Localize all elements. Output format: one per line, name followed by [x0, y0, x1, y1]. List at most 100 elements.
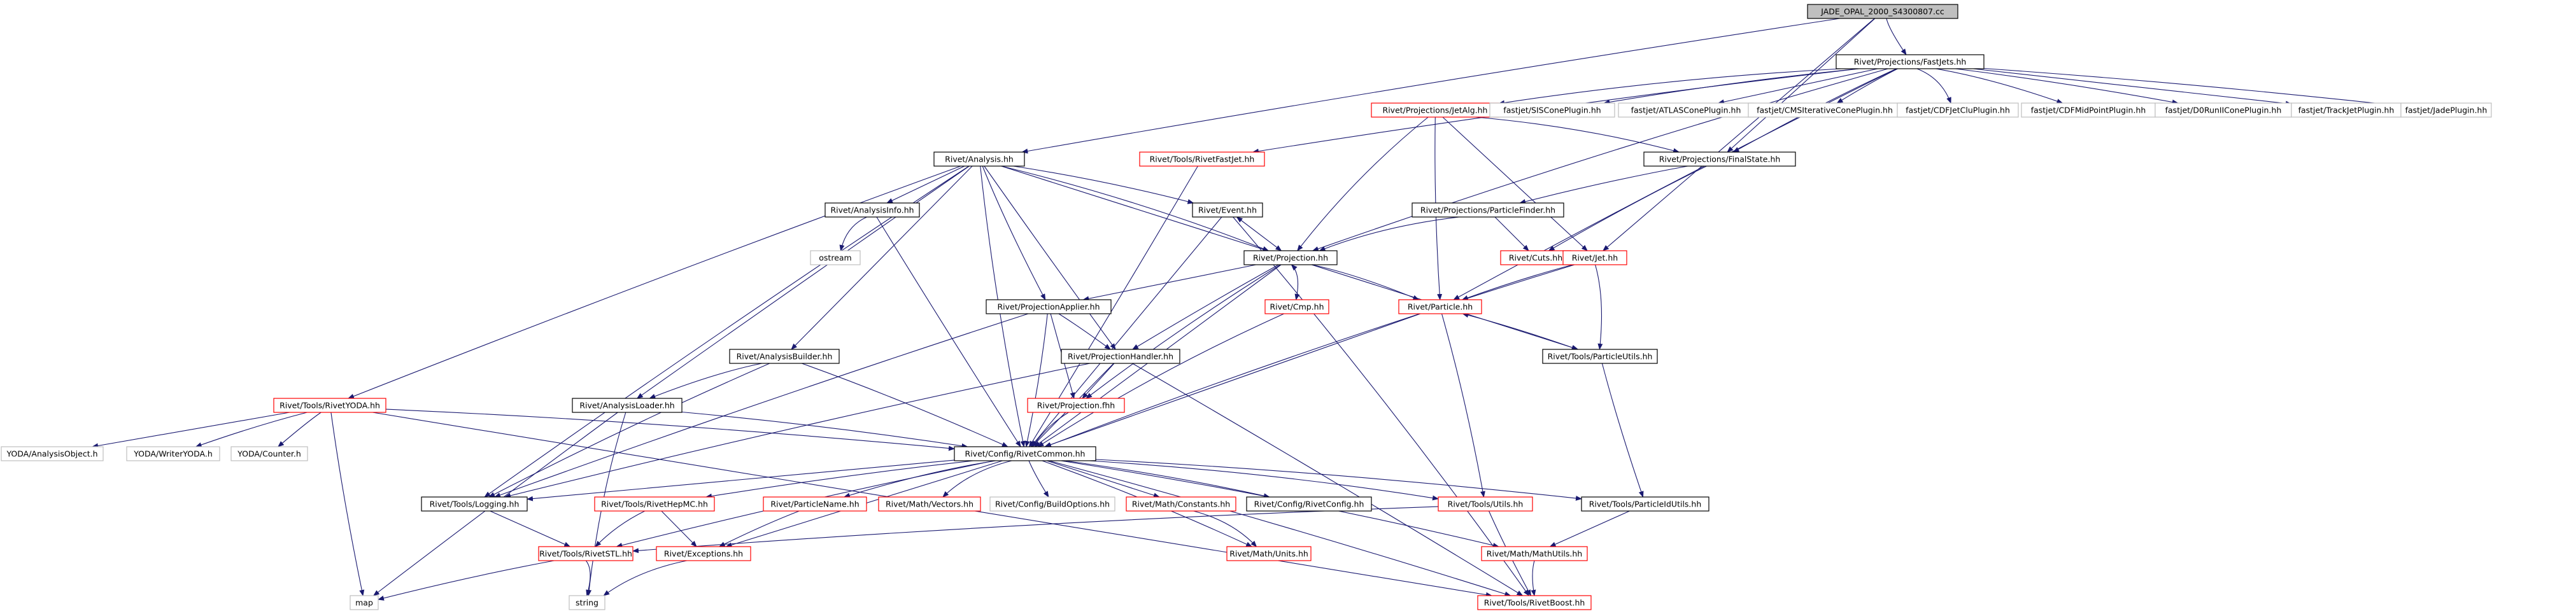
node-analysisloader[interactable]: Rivet/AnalysisLoader.hh — [572, 398, 683, 413]
node-box[interactable] — [1412, 202, 1564, 218]
node-box[interactable] — [729, 349, 840, 364]
node-atlascone[interactable]: fastjet/ATLASConePlugin.hh — [1618, 102, 1754, 118]
node-box[interactable] — [1, 446, 104, 461]
node-projhandler[interactable]: Rivet/ProjectionHandler.hh — [1061, 349, 1180, 364]
node-box[interactable] — [1807, 4, 1958, 19]
node-box[interactable] — [954, 446, 1096, 461]
node-particlename[interactable]: Rivet/ParticleName.hh — [763, 496, 867, 512]
node-yodaao[interactable]: YODA/AnalysisObject.h — [1, 446, 104, 461]
node-projection[interactable]: Rivet/Projection.hh — [1243, 250, 1338, 265]
node-exceptions[interactable]: Rivet/Exceptions.hh — [656, 546, 751, 561]
node-cmsiter[interactable]: fastjet/CMSIterativeConePlugin.hh — [1748, 102, 1902, 118]
edge-jetalg-to-projection — [1297, 116, 1429, 251]
node-box[interactable] — [1481, 546, 1588, 561]
node-projectionfh[interactable]: Rivet/Projection.fhh — [1027, 398, 1125, 413]
node-box[interactable] — [933, 151, 1025, 167]
node-box[interactable] — [1477, 595, 1592, 610]
node-rivetfastjet[interactable]: Rivet/Tools/RivetFastJet.hh — [1139, 151, 1265, 167]
node-box[interactable] — [594, 496, 715, 512]
node-box[interactable] — [878, 496, 981, 512]
edge-analysis-to-analysisinfo — [886, 165, 965, 204]
node-box[interactable] — [763, 496, 867, 512]
node-analysisbuilder[interactable]: Rivet/AnalysisBuilder.hh — [729, 349, 840, 364]
node-box[interactable] — [1226, 546, 1312, 561]
node-box[interactable] — [230, 446, 308, 461]
node-box[interactable] — [569, 595, 605, 610]
edge-projapplier-to-projhandler — [1058, 313, 1111, 350]
node-box[interactable] — [1562, 250, 1627, 265]
node-box[interactable] — [1489, 102, 1615, 118]
node-box[interactable] — [986, 299, 1112, 314]
node-box[interactable] — [810, 250, 861, 265]
node-event[interactable]: Rivet/Event.hh — [1192, 202, 1263, 218]
node-box[interactable] — [1061, 349, 1180, 364]
node-box[interactable] — [1398, 299, 1482, 314]
node-box[interactable] — [1246, 496, 1372, 512]
node-fastjets[interactable]: Rivet/Projections/FastJets.hh — [1836, 54, 1985, 69]
node-box[interactable] — [656, 546, 751, 561]
node-map[interactable]: map — [350, 595, 379, 610]
node-box[interactable] — [273, 398, 386, 413]
node-box[interactable] — [2400, 102, 2492, 118]
node-root[interactable]: JADE_OPAL_2000_S4300807.cc — [1807, 4, 1958, 19]
node-yodawrite[interactable]: YODA/WriterYODA.h — [126, 446, 220, 461]
node-d0run[interactable]: fastjet/D0RunIIConePlugin.hh — [2155, 102, 2292, 118]
node-buildoptions[interactable]: Rivet/Config/BuildOptions.hh — [989, 496, 1115, 512]
node-ostream[interactable]: ostream — [810, 250, 861, 265]
node-box[interactable] — [1027, 398, 1125, 413]
node-string[interactable]: string — [569, 595, 605, 610]
node-box[interactable] — [1192, 202, 1263, 218]
node-particlefinder[interactable]: Rivet/Projections/ParticleFinder.hh — [1412, 202, 1564, 218]
node-cuts[interactable]: Rivet/Cuts.hh — [1500, 250, 1571, 265]
node-box[interactable] — [1581, 496, 1709, 512]
node-toolsutils[interactable]: Rivet/Tools/Utils.hh — [1438, 496, 1533, 512]
node-jetalg[interactable]: Rivet/Projections/JetAlg.hh — [1371, 102, 1499, 118]
node-analysisinfo[interactable]: Rivet/AnalysisInfo.hh — [824, 202, 920, 218]
node-rivetcommon[interactable]: Rivet/Config/RivetCommon.hh — [954, 446, 1096, 461]
node-box[interactable] — [1643, 151, 1796, 167]
node-logging[interactable]: Rivet/Tools/Logging.hh — [421, 496, 528, 512]
node-projapplier[interactable]: Rivet/ProjectionApplier.hh — [986, 299, 1112, 314]
node-jade[interactable]: fastjet/JadePlugin.hh — [2400, 102, 2492, 118]
node-particle[interactable]: Rivet/Particle.hh — [1398, 299, 1482, 314]
node-trackjet[interactable]: fastjet/TrackJetPlugin.hh — [2291, 102, 2402, 118]
node-finalstate[interactable]: Rivet/Projections/FinalState.hh — [1643, 151, 1796, 167]
node-rivetyoda[interactable]: Rivet/Tools/RivetYODA.hh — [273, 398, 386, 413]
node-jet[interactable]: Rivet/Jet.hh — [1562, 250, 1627, 265]
node-box[interactable] — [1542, 349, 1658, 364]
node-mathutils[interactable]: Rivet/Math/MathUtils.hh — [1481, 546, 1588, 561]
node-box[interactable] — [421, 496, 528, 512]
node-particleidutils[interactable]: Rivet/Tools/ParticleIdUtils.hh — [1581, 496, 1709, 512]
node-particleutils[interactable]: Rivet/Tools/ParticleUtils.hh — [1542, 349, 1658, 364]
node-yodacounter[interactable]: YODA/Counter.h — [230, 446, 308, 461]
node-box[interactable] — [126, 446, 220, 461]
node-label: YODA/WriterYODA.h — [133, 449, 213, 459]
edge-fastjets-to-atlascone — [1717, 68, 1878, 105]
node-box[interactable] — [1836, 54, 1985, 69]
node-box[interactable] — [989, 496, 1115, 512]
node-box[interactable] — [350, 595, 379, 610]
node-mathconstants[interactable]: Rivet/Math/Constants.hh — [1126, 496, 1236, 512]
node-box[interactable] — [1243, 250, 1338, 265]
node-mathvectors[interactable]: Rivet/Math/Vectors.hh — [878, 496, 981, 512]
node-rivethepmc[interactable]: Rivet/Tools/RivetHepMC.hh — [594, 496, 715, 512]
node-rivetconfig[interactable]: Rivet/Config/RivetConfig.hh — [1246, 496, 1372, 512]
node-rivetstl[interactable]: Rivet/Tools/RivetSTL.hh — [538, 546, 633, 561]
node-cdfmid[interactable]: fastjet/CDFMidPointPlugin.hh — [2021, 102, 2156, 118]
node-cdfjetclu[interactable]: fastjet/CDFJetCluPlugin.hh — [1897, 102, 2019, 118]
node-siscone[interactable]: fastjet/SISConePlugin.hh — [1489, 102, 1615, 118]
node-analysis[interactable]: Rivet/Analysis.hh — [933, 151, 1025, 167]
node-box[interactable] — [824, 202, 920, 218]
node-box[interactable] — [1126, 496, 1236, 512]
node-rivetboost[interactable]: Rivet/Tools/RivetBoost.hh — [1477, 595, 1592, 610]
node-box[interactable] — [1897, 102, 2019, 118]
node-box[interactable] — [1438, 496, 1533, 512]
node-box[interactable] — [1139, 151, 1265, 167]
node-box[interactable] — [1264, 299, 1329, 314]
edge-fastjets-to-projection — [1312, 68, 1888, 251]
node-box[interactable] — [572, 398, 683, 413]
node-cmp[interactable]: Rivet/Cmp.hh — [1264, 299, 1329, 314]
node-box[interactable] — [538, 546, 633, 561]
edge-projhandler-to-rivetboost — [1132, 363, 1524, 596]
node-mathunits[interactable]: Rivet/Math/Units.hh — [1226, 546, 1312, 561]
